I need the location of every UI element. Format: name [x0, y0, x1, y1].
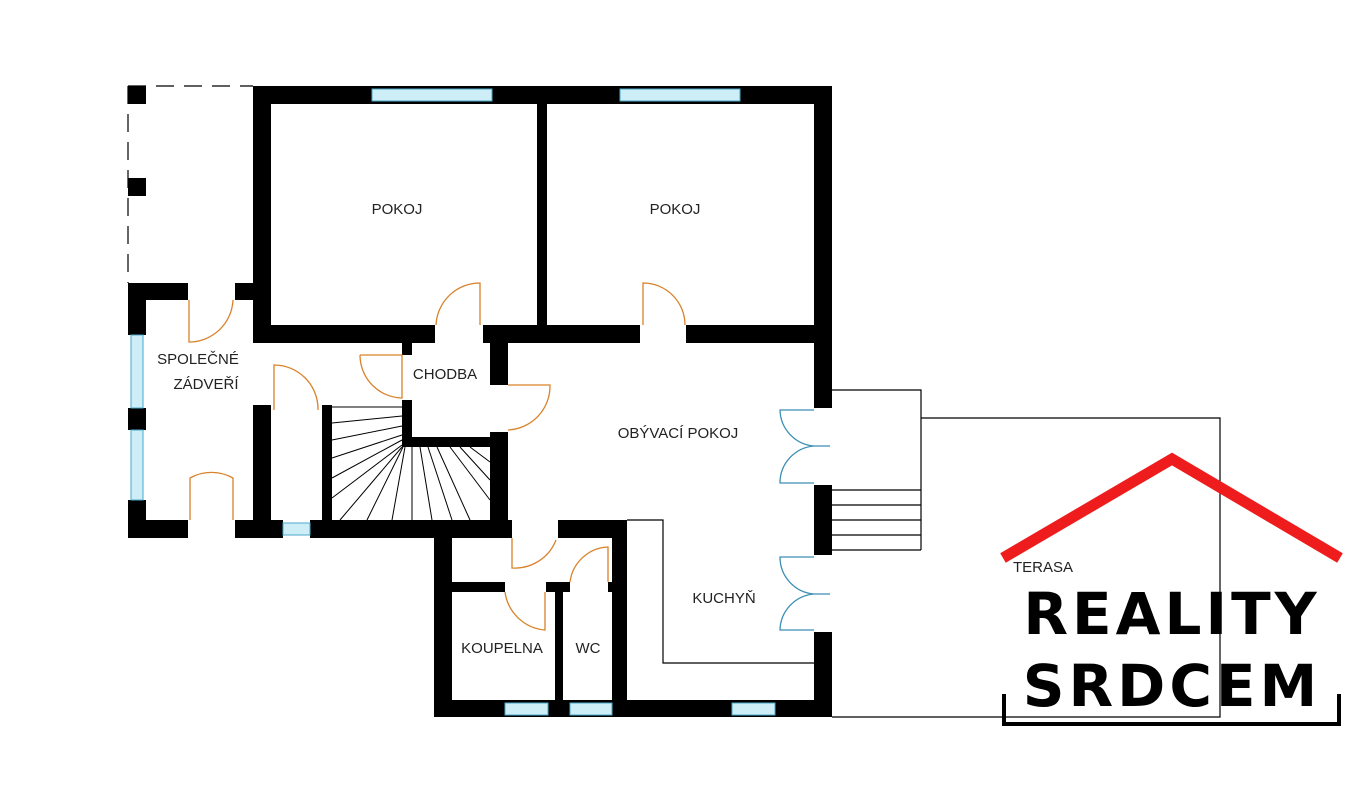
room-label-living-room: OBÝVACÍ POKOJ: [618, 425, 739, 442]
terrace-doors: [779, 409, 830, 631]
room-label-kitchen: KUCHYŇ: [692, 590, 755, 607]
room-label-terrace: TERASA: [1013, 559, 1073, 576]
room-label-vestibule-1: SPOLEČNÉ: [157, 351, 239, 368]
room-label-pokoj-2: POKOJ: [650, 201, 701, 218]
room-label-hallway: CHODBA: [413, 366, 477, 383]
room-label-pokoj-1: POKOJ: [372, 201, 423, 218]
logo-roof-icon: [1000, 452, 1343, 563]
logo-line2: SRDCEM: [1023, 652, 1321, 720]
windows: [130, 88, 776, 716]
room-label-bathroom: KOUPELNA: [461, 640, 543, 657]
staircase: [331, 406, 491, 521]
logo-line1: REALITY: [1023, 580, 1320, 648]
logo-bracket: [1002, 694, 1341, 726]
kitchen-counter: [627, 519, 814, 664]
doors: [188, 282, 686, 631]
walls: [128, 86, 832, 717]
room-label-wc: WC: [576, 640, 601, 657]
annex-outline: [127, 85, 253, 283]
room-label-vestibule-2: ZÁDVEŘÍ: [173, 376, 239, 393]
reality-srdcem-logo: REALITY SRDCEM: [1000, 452, 1343, 726]
terrace-outline: [832, 389, 1221, 718]
